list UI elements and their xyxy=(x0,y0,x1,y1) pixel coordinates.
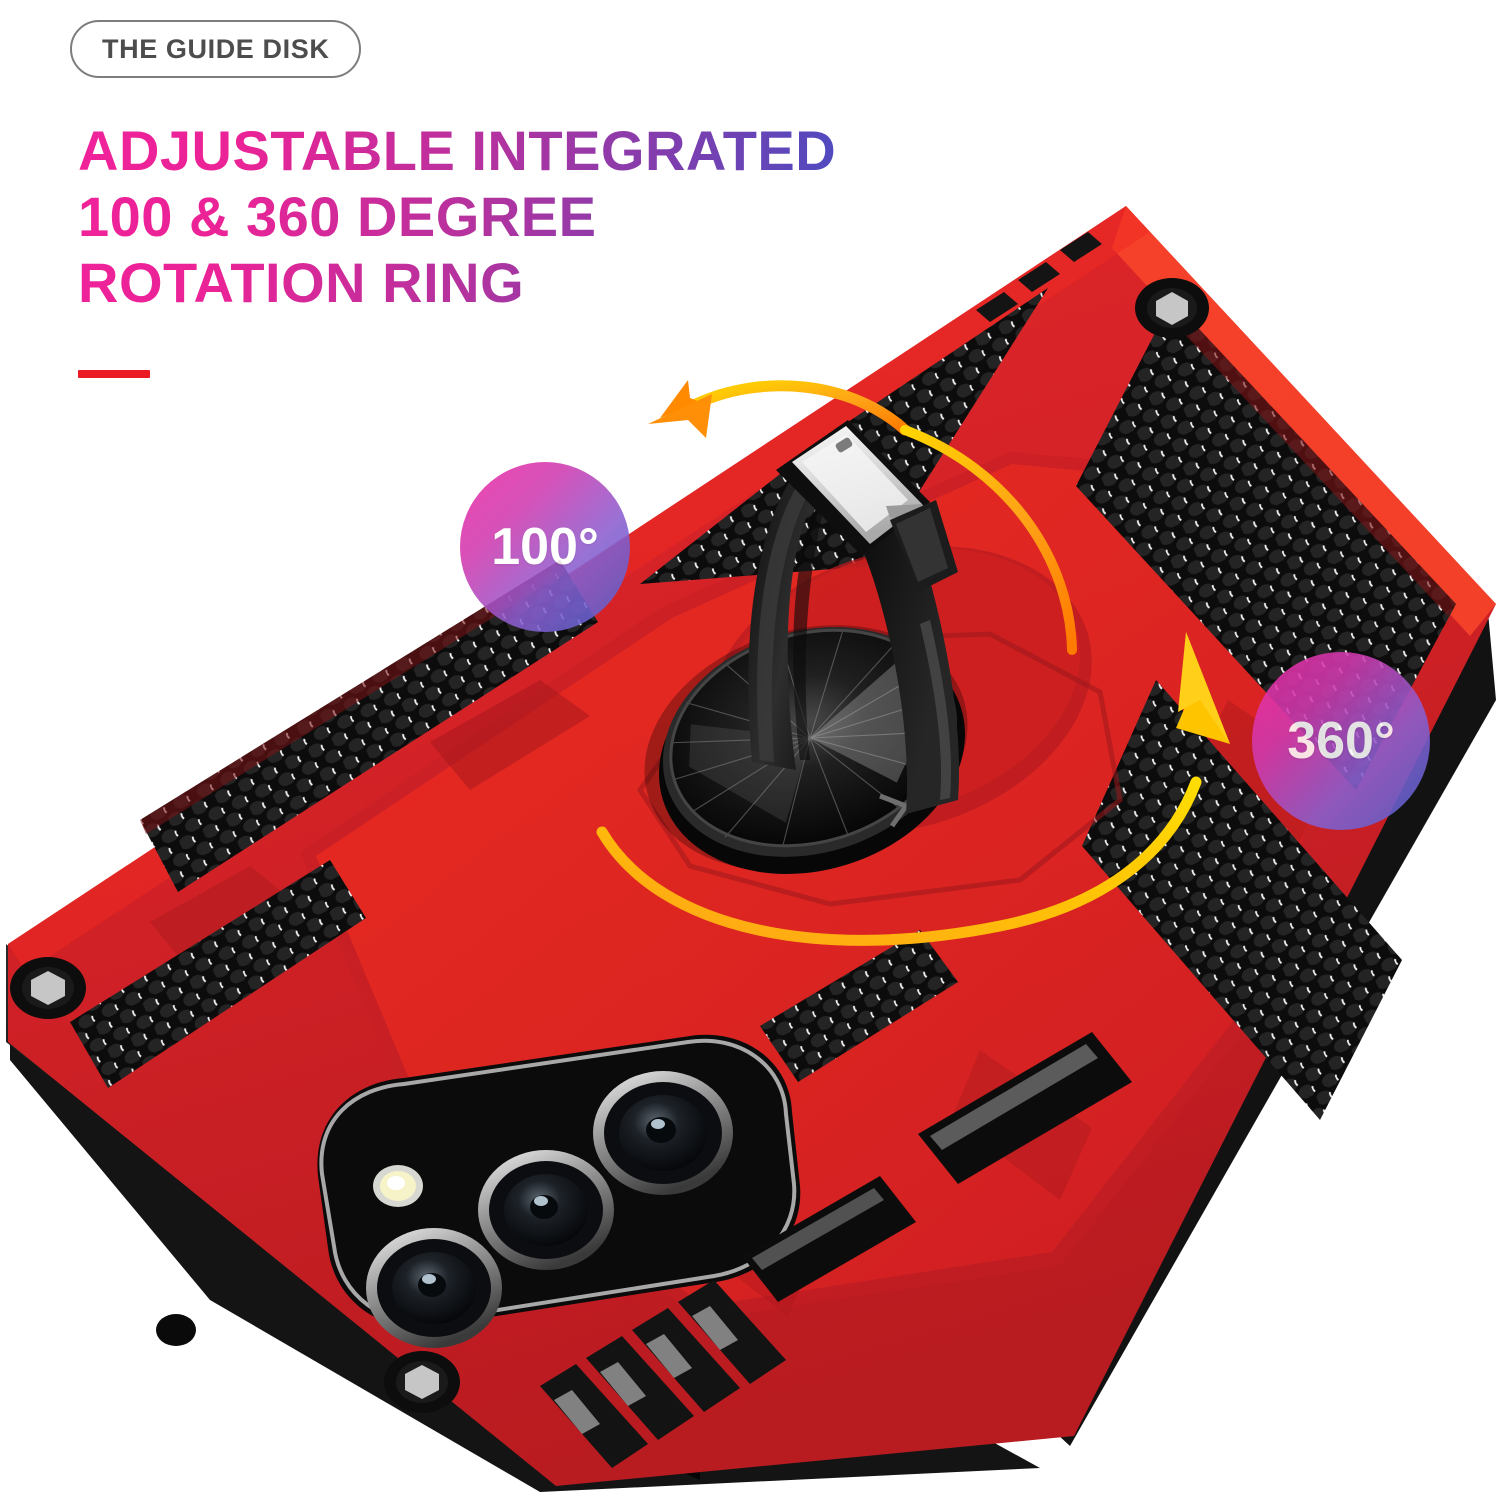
camera-module xyxy=(317,1034,801,1348)
side-buttons xyxy=(742,1032,1132,1302)
tilt-arrow-arc xyxy=(900,425,1077,655)
camera-lens-3 xyxy=(366,1228,502,1348)
ring-arch xyxy=(748,420,960,814)
tilt-arrow xyxy=(648,380,911,438)
hex-screw-top-right xyxy=(1135,278,1209,338)
spin-degree-label: 360° xyxy=(1287,712,1395,770)
grip-fins xyxy=(540,1280,786,1468)
spin-arrow xyxy=(596,632,1230,946)
accent-divider xyxy=(78,370,150,378)
spin-degree-badge: 360° xyxy=(1252,652,1430,830)
hex-screw-left xyxy=(10,957,86,1019)
camera-lens-2 xyxy=(478,1150,614,1270)
tilt-degree-label: 100° xyxy=(491,518,599,576)
top-edge-buttons xyxy=(976,232,1102,322)
headphone-port xyxy=(156,1314,196,1346)
camera-flash xyxy=(373,1165,423,1207)
ring-disc-base xyxy=(659,627,965,874)
camera-lens-1 xyxy=(593,1071,733,1195)
page-title: ADJUSTABLE INTEGRATED 100 & 360 DEGREE R… xyxy=(78,118,978,316)
ring-kickstand xyxy=(644,420,968,874)
eyebrow-label: THE GUIDE DISK xyxy=(102,33,330,64)
hex-screw-bottom-left xyxy=(384,1351,460,1413)
tilt-degree-badge: 100° xyxy=(460,462,630,632)
eyebrow-badge: THE GUIDE DISK xyxy=(70,20,362,78)
